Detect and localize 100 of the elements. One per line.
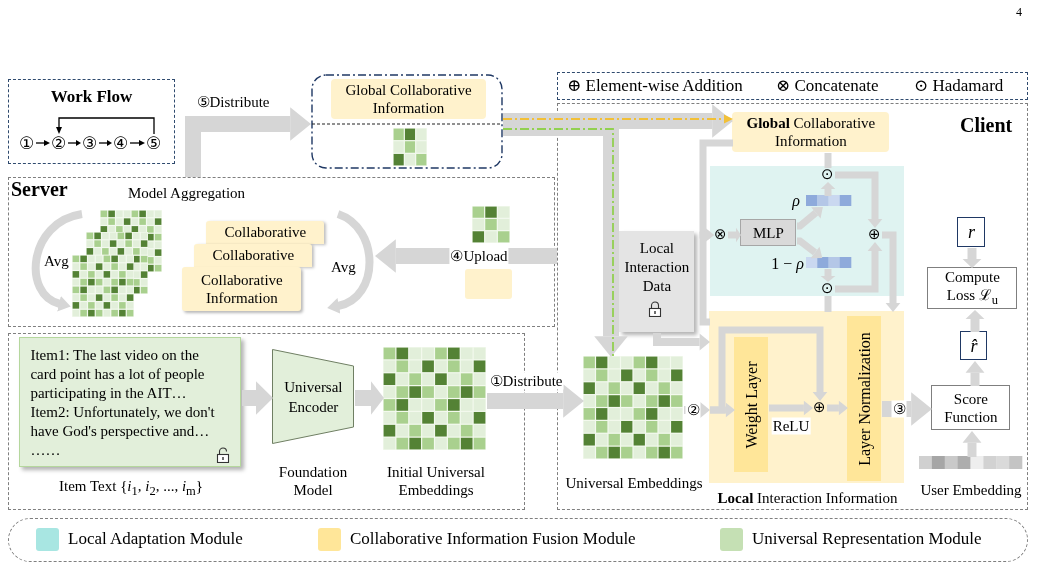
- step-number: ②: [49, 133, 68, 152]
- box-label: r̂: [970, 336, 978, 355]
- arrow: [835, 242, 883, 293]
- box-label: Compute Loss ℒ$_{u}$: [943, 267, 1001, 309]
- arrow: [98, 140, 112, 146]
- section-heading: Model Aggregation: [128, 184, 246, 202]
- arrow: [653, 333, 710, 351]
- node-label: Item Text {i$_{1}$, i$_{2}$, ..., i$_{m}$}: [57, 477, 205, 500]
- box-label: Collaborative Information: [200, 271, 284, 308]
- edge-label: ReLU: [771, 417, 811, 435]
- text-card: [19, 337, 242, 468]
- info-box: [732, 112, 890, 153]
- panel-title: Client: [960, 116, 1013, 134]
- box-label: r: [967, 223, 975, 242]
- process-box: [931, 385, 1011, 431]
- legend-label: Collaborative Information Fusion Module: [350, 529, 636, 549]
- value-box: [960, 331, 988, 361]
- encoder-trapezoid: [272, 349, 355, 445]
- layer-bar: [847, 316, 882, 482]
- weight-vector-drawing: [806, 195, 852, 207]
- edge-label: ③: [891, 400, 907, 418]
- flow-arrow: [503, 104, 733, 138]
- flow-arrow: [487, 384, 584, 418]
- arrow: [882, 231, 901, 312]
- operator-symbol: ⊕: [812, 400, 827, 415]
- arrow: [728, 227, 741, 243]
- node-label: Foundation Model: [277, 463, 349, 499]
- arrow-label: Avg: [331, 259, 356, 276]
- arrow: [699, 227, 714, 326]
- info-card: [465, 269, 513, 300]
- operator-symbol: ⊙: [820, 167, 835, 182]
- panel-title: Server: [11, 180, 68, 198]
- step-number: ③: [80, 133, 99, 152]
- arrow: [835, 171, 883, 228]
- value-box: [957, 217, 986, 248]
- flow-arrow: [242, 381, 273, 415]
- process-box: [927, 267, 1018, 310]
- flow-arrow: [185, 107, 311, 177]
- box-label: Collaborative: [224, 224, 307, 242]
- legend-label: ⊕ Element-wise Addition: [567, 75, 743, 97]
- edge-label: ①Distribute: [488, 372, 564, 390]
- workflow-panel: [8, 79, 175, 164]
- dashed-line: [502, 128, 614, 358]
- arrow: [35, 140, 50, 146]
- box-label: Item1: The last video on the card point has a lot of people participating in the AIT…: [30, 346, 206, 404]
- box-label: Item2: Unfortunately, we don't have God's perspective and…: [30, 403, 216, 442]
- box-label: Universal Encoder: [283, 377, 344, 417]
- arrow: [796, 207, 823, 230]
- operator-symbol: ⊕: [867, 227, 882, 242]
- process-box: [740, 219, 797, 247]
- node-label: 1 − ρ: [770, 255, 804, 273]
- box-label: Global Collaborative Information: [344, 81, 473, 117]
- box-label: ……: [30, 441, 61, 461]
- embedding-matrix-drawing: [583, 356, 684, 460]
- box-label: Global Collaborative Information: [745, 114, 877, 151]
- info-box: [331, 79, 486, 119]
- page-number: 4: [1016, 4, 1022, 21]
- box-label: Collaborative: [212, 247, 295, 265]
- operator-symbol: ⊙: [820, 281, 835, 296]
- edge-label: ⑤Distribute: [195, 93, 271, 111]
- arrow: [965, 310, 985, 332]
- node-label: Initial Universal Embeddings: [386, 463, 486, 499]
- node-label: ρ: [791, 192, 801, 210]
- arrow: [129, 140, 145, 146]
- step-number: ④: [111, 133, 130, 152]
- legend-label: ⊙ Hadamard: [914, 75, 1004, 97]
- arrow: [962, 431, 982, 457]
- arrow: [56, 117, 155, 135]
- legend-label: Local Adaptation Module: [68, 529, 243, 549]
- arrow: [820, 269, 836, 282]
- step-number: ⑤: [144, 133, 163, 152]
- info-card: [206, 221, 325, 245]
- box-label: Weight Layer: [741, 360, 762, 451]
- embedding-matrix-drawing: [383, 347, 487, 451]
- fusion-panel: [709, 311, 905, 484]
- connector-line: [824, 296, 832, 312]
- arrow: [962, 248, 982, 268]
- legend-label: ⊗ Concatenate: [776, 75, 879, 97]
- step-number: ①: [17, 133, 36, 152]
- info-card: [182, 267, 302, 312]
- arrow: [67, 140, 81, 146]
- connector-line: [824, 153, 832, 168]
- info-card: [194, 244, 313, 268]
- box-label: Local Interaction Data: [623, 239, 691, 297]
- arrow: [820, 182, 836, 196]
- dashed-arrow: [502, 114, 733, 124]
- box-label: MLP: [752, 223, 784, 242]
- arrow: [796, 237, 823, 259]
- node-label: Universal Embeddings: [564, 474, 704, 492]
- node-label: Local Interaction Information: [716, 489, 899, 507]
- legend-label: Universal Representation Module: [752, 529, 982, 549]
- panel-title: Work Flow: [49, 88, 134, 106]
- edge-label: ④Upload: [449, 247, 509, 265]
- flow-arrow: [882, 392, 932, 426]
- operator-symbol: ⊗: [713, 227, 728, 242]
- weight-vector-drawing: [806, 257, 852, 269]
- arrow-label: Avg: [44, 253, 69, 270]
- arrow: [769, 400, 813, 416]
- layer-bar: [734, 337, 769, 473]
- data-box: [619, 231, 695, 333]
